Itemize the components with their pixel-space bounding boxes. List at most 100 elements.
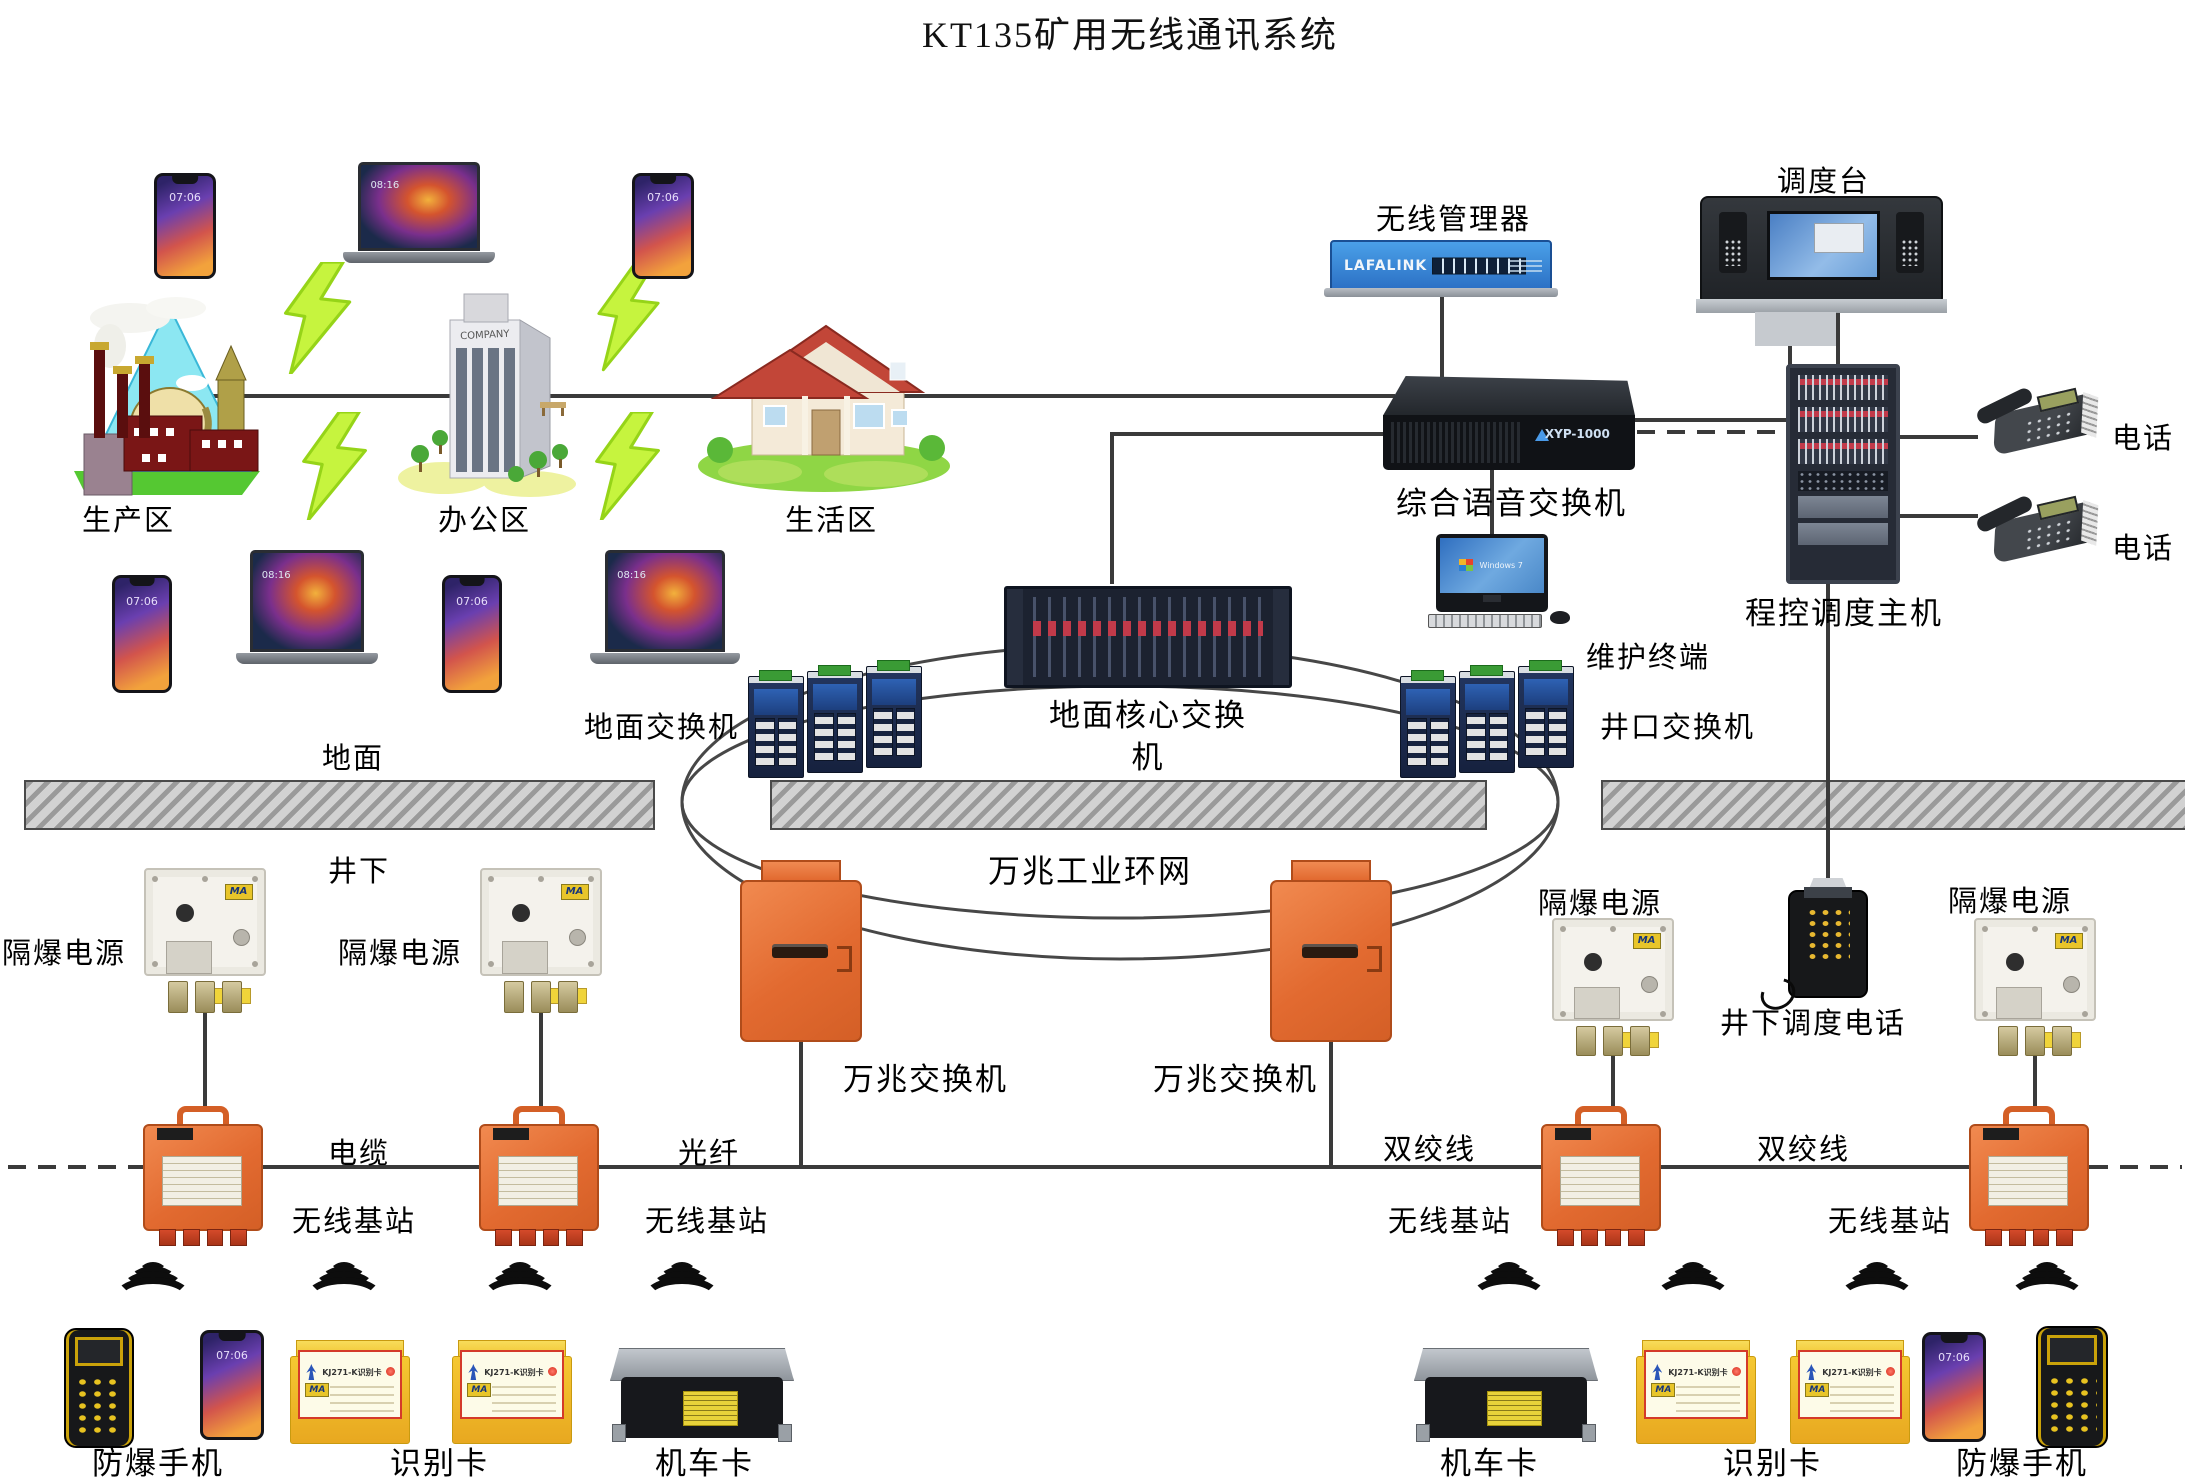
locomotive-card: [1412, 1348, 1600, 1446]
enclosure-slot: [771, 943, 828, 959]
switch-panel: [1524, 679, 1568, 705]
connector: [1985, 1229, 2002, 1246]
dispatch-console-device: [1696, 196, 1947, 346]
mount-bolt: [778, 1424, 793, 1443]
info-label: [161, 1156, 242, 1206]
desk-telephone: [1970, 493, 2098, 572]
port-column: [814, 713, 834, 761]
voice-switch-label: 综合语音交换机: [1396, 486, 1627, 521]
wifi-signal-icon: [113, 1262, 193, 1321]
switch-ports: [1407, 718, 1449, 766]
wifi-arc: [1837, 1277, 1917, 1321]
carry-handle: [2003, 1106, 2055, 1127]
lightning-bolt-icon: [284, 262, 352, 374]
wireless-manager-device: LAFALINK: [1324, 240, 1558, 297]
rugged-phone-keypad: [74, 1376, 124, 1437]
port-column: [873, 708, 893, 756]
maintenance-terminal-monitor: Windows 7: [1436, 534, 1548, 612]
wifi-arc: [667, 1262, 697, 1288]
card-row: [1798, 407, 1888, 432]
wifi-arc: [113, 1277, 193, 1321]
label-lines: [1676, 1383, 1740, 1412]
base-station-box: [1968, 1106, 2090, 1246]
rack-ear: [1007, 589, 1023, 685]
switch-ports: [755, 718, 797, 766]
cable-gland: [1583, 952, 1602, 971]
model-tag: [1982, 1128, 2020, 1140]
tg-switch: [740, 860, 862, 1042]
bottom-connectors: [168, 981, 242, 1013]
ground-switch-group: [748, 660, 926, 780]
port-column: [836, 713, 856, 761]
smartphone-screen: 07:06: [115, 578, 169, 690]
wifi-arc: [488, 1271, 552, 1309]
rugged-phone-screen: [74, 1336, 124, 1366]
industrial-switch: [748, 670, 804, 778]
power-supply-box: MA: [1974, 918, 2096, 1056]
console-screen: [1766, 210, 1881, 281]
smartphone: 07:06: [112, 575, 172, 693]
switch-panel: [1465, 684, 1509, 710]
base-station-box: [478, 1106, 600, 1246]
label-lines: [330, 1383, 394, 1412]
port-column: [895, 708, 915, 756]
telephone-label: 电话: [2112, 533, 2175, 565]
connector: [2025, 1025, 2045, 1056]
miner-figure-icon: [468, 1364, 479, 1381]
console-handset: [1718, 211, 1748, 274]
voice-switch-front: XYP-1000: [1383, 415, 1635, 470]
rugged-phone-keypad: [2046, 1375, 2098, 1437]
laptop: 08:16: [590, 550, 740, 674]
wifi-arc: [1653, 1277, 1733, 1321]
explosion-proof-phone-label: 防爆手机: [1956, 1446, 2088, 1479]
door-latch: [1367, 945, 1383, 972]
industrial-switch: [807, 665, 863, 773]
terminal-block: [817, 665, 852, 676]
port-column: [755, 718, 775, 766]
wifi-arc: [658, 1266, 706, 1298]
side-knob: [233, 928, 251, 946]
power-supply-label: 隔爆电源: [1538, 888, 1663, 920]
wifi-arc: [496, 1266, 544, 1298]
laptop: 08:16: [343, 162, 495, 270]
bottom-connectors: [1985, 1229, 2073, 1246]
connector: [2056, 1229, 2073, 1246]
terminal-block: [876, 660, 911, 671]
bottom-connectors: [495, 1229, 583, 1246]
phone-time: 07:06: [647, 191, 679, 204]
wifi-signal-icon: [1837, 1262, 1917, 1321]
wifi-arc: [650, 1271, 714, 1309]
connector: [1580, 1229, 1598, 1246]
explosion-proof-phone-label: 防爆手机: [92, 1446, 224, 1479]
mount-bolt: [1582, 1424, 1597, 1443]
wifi-arc: [1862, 1262, 1892, 1288]
model-tag: [492, 1128, 530, 1140]
wifi-arc: [1477, 1271, 1541, 1309]
mount-bolt: [611, 1424, 626, 1443]
explosion-proof-phone: [2036, 1326, 2108, 1448]
smartphone: 07:06: [442, 575, 502, 693]
desk-telephone: [1970, 385, 2098, 464]
connector: [558, 981, 578, 1013]
card-model-text: KJ271-K识别卡: [1822, 1367, 1882, 1377]
industrial-switch: [1459, 665, 1515, 773]
phone-time: 07:06: [216, 1348, 248, 1362]
monitor-screen: Windows 7: [1440, 538, 1544, 593]
surface-label: 地面: [322, 743, 385, 775]
laptop-time: 08:16: [261, 570, 291, 582]
os-text: Windows 7: [1479, 560, 1523, 570]
core-switch-label-line1: 地面核心交换: [1049, 698, 1247, 733]
label-lines: [492, 1383, 556, 1412]
ma-badge: MA: [467, 1383, 492, 1398]
rack-slots: [1033, 597, 1263, 677]
base-station-label: 无线基站: [292, 1206, 417, 1238]
switch-panel: [872, 679, 916, 705]
wifi-arc: [1469, 1277, 1549, 1321]
port-column: [777, 718, 797, 766]
connector: [206, 1229, 224, 1246]
blank-panel: [1798, 496, 1888, 518]
wifi-arc: [121, 1271, 185, 1309]
bottom-connectors: [1576, 1025, 1650, 1056]
